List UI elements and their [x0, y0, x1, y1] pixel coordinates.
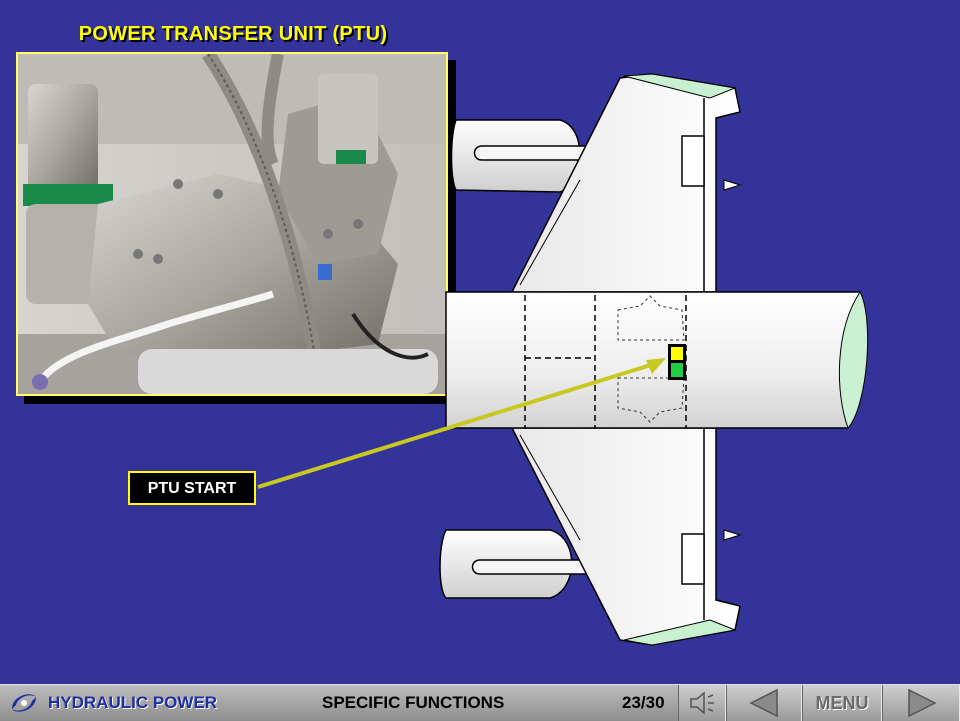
wing-lower	[510, 427, 742, 646]
ptu-indicator	[668, 344, 686, 380]
slide-title: POWER TRANSFER UNIT (PTU)	[78, 23, 388, 45]
triangle-right-icon	[908, 688, 937, 718]
airline-logo-icon	[12, 694, 36, 712]
navigation-bar: HYDRAULIC POWER SPECIFIC FUNCTIONS 23/30…	[0, 684, 960, 721]
slide-stage: POWER TRANSFER UNIT (PTU)	[16, 23, 869, 646]
subsection-title: SPECIFIC FUNCTIONS	[322, 693, 505, 712]
page-indicator: 23/30	[622, 693, 665, 712]
section-title: HYDRAULIC POWER	[48, 693, 218, 712]
engine-lower	[439, 529, 599, 599]
sound-button[interactable]	[678, 685, 726, 721]
ptu-photo	[16, 52, 448, 396]
ptu-photo-illustration	[18, 54, 446, 394]
ptu-start-callout: PTU START	[128, 471, 256, 505]
ptu-pointer-arrow	[257, 358, 666, 489]
triangle-left-icon	[749, 688, 778, 718]
speaker-icon	[690, 691, 714, 715]
aircraft-top-view	[257, 73, 869, 646]
wing-upper	[510, 73, 742, 293]
previous-button[interactable]	[726, 685, 802, 721]
next-button[interactable]	[882, 685, 960, 721]
engine-upper	[450, 119, 599, 193]
menu-button[interactable]: MENU	[802, 685, 882, 721]
